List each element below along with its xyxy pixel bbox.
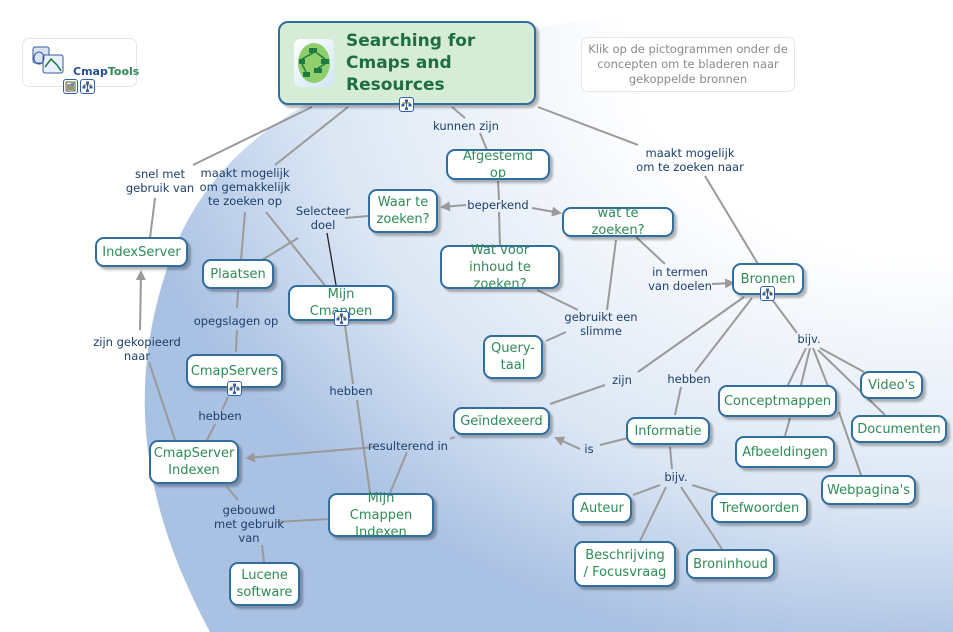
cmaptools-wordmark: CmapTools [73, 65, 140, 78]
cmap-icon[interactable] [760, 286, 775, 301]
cmap-head-icon [294, 39, 334, 87]
instruction-note: Klik op de pictogrammen onder de concept… [581, 37, 795, 92]
cmap-icon[interactable] [80, 79, 95, 94]
link-hebben: hebben [667, 372, 711, 386]
concept-mijn-cmappen-indexen[interactable]: Mijn Cmappen Indexen [328, 491, 434, 540]
concept-waar-te-zoeken[interactable]: Waar te zoeken? [368, 189, 438, 233]
concept-broninhoud[interactable]: Broninhoud [686, 549, 775, 579]
concept-indexserver[interactable]: IndexServer [95, 237, 188, 267]
concept-conceptmappen[interactable]: Conceptmappen [718, 385, 837, 417]
link-resulterend-in: resulterend in [368, 439, 448, 453]
concept-auteur[interactable]: Auteur [572, 493, 632, 523]
link-bijv: bijv. [797, 332, 821, 346]
link-beperkend: beperkend [467, 198, 529, 212]
cmap-icon[interactable] [227, 381, 242, 396]
link-opgeslagen-op: opegslagen op [193, 314, 279, 328]
link-kunnen-zijn: kunnen zijn [433, 119, 499, 133]
concept-videos[interactable]: Video's [860, 371, 923, 399]
link-is: is [584, 442, 594, 456]
concept-lucene-software[interactable]: Lucene software [229, 562, 300, 606]
concept-afgestemd-op[interactable]: Afgestemd op [446, 149, 550, 181]
link-hebben: hebben [329, 384, 373, 398]
link-bijv: bijv. [664, 470, 688, 484]
document-icon[interactable] [63, 79, 78, 94]
concept-query-taal[interactable]: Query-taal [483, 335, 543, 379]
link-hebben: hebben [198, 409, 242, 423]
concept-trefwoorden[interactable]: Trefwoorden [711, 493, 808, 523]
link-zijn: zijn [612, 373, 632, 387]
concept-beschrijving-focusvraag[interactable]: Beschrijving / Focusvraag [574, 541, 676, 587]
concept-informatie[interactable]: Informatie [626, 417, 710, 445]
concept-plaatsen[interactable]: Plaatsen [202, 259, 274, 289]
concept-afbeeldingen[interactable]: Afbeeldingen [735, 436, 835, 468]
concept-cmapserver-indexen[interactable]: CmapServer Indexen [149, 440, 239, 484]
cmaptools-logo: CmapTools [22, 38, 140, 87]
concept-wat-voor-inhoud[interactable]: Wat voor inhoud te zoeken? [440, 243, 560, 292]
root-title: Searching for Cmaps and Resources [346, 31, 476, 95]
cmap-icon[interactable] [399, 97, 414, 112]
concept-geindexeerd[interactable]: Geïndexeerd [453, 407, 550, 435]
concept-documenten[interactable]: Documenten [851, 415, 947, 443]
concept-webpaginas[interactable]: Webpagina's [821, 475, 916, 505]
cmap-icon[interactable] [334, 311, 349, 326]
concept-root[interactable]: Searching for Cmaps and Resources [278, 21, 536, 105]
concept-wat-te-zoeken[interactable]: wat te zoeken? [562, 206, 674, 238]
cmaptools-logo-icon [32, 46, 64, 74]
